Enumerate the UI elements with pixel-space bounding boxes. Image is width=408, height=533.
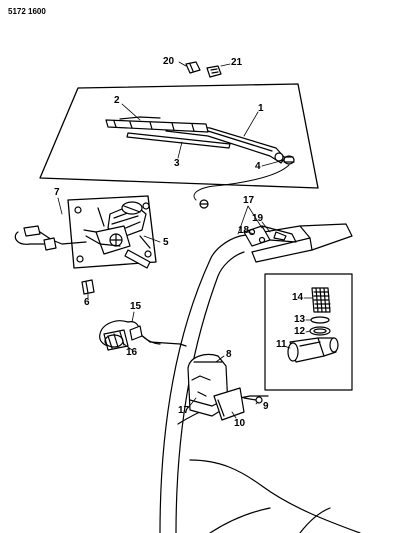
wiper-blade <box>105 116 209 133</box>
reservoir-bracket <box>213 387 245 421</box>
callout-3: 3 <box>174 158 180 169</box>
detail-inset-box <box>264 273 353 391</box>
callout-10: 10 <box>234 418 246 429</box>
rear-window-glass <box>39 83 319 189</box>
callout-18: 18 <box>238 225 250 236</box>
callout-8: 8 <box>226 349 232 360</box>
mounting-bolt <box>199 199 209 209</box>
reservoir-screw <box>243 396 263 404</box>
callout-9: 9 <box>263 401 269 412</box>
grommet <box>81 279 95 295</box>
reference-code: 5172 1600 <box>8 7 46 16</box>
callout-1: 1 <box>258 103 264 114</box>
callout-17-lower: 17 <box>178 405 190 416</box>
clip-20 <box>185 61 201 74</box>
callout-17-upper: 17 <box>243 195 255 206</box>
callout-4: 4 <box>255 161 261 172</box>
washer-hose-upper <box>193 164 290 201</box>
callout-2: 2 <box>114 95 120 106</box>
wiper-refill <box>126 132 231 149</box>
callout-14: 14 <box>292 292 304 303</box>
callout-5: 5 <box>163 237 169 248</box>
callout-21: 21 <box>231 57 243 68</box>
callout-20: 20 <box>163 56 175 67</box>
callout-11: 11 <box>276 339 287 350</box>
inset-pump-detail <box>287 287 339 363</box>
nut-21 <box>206 65 222 78</box>
callout-6: 6 <box>84 297 90 308</box>
callout-13: 13 <box>294 314 306 325</box>
wiper-motor-assembly <box>67 195 157 269</box>
callout-12: 12 <box>294 326 306 337</box>
washer-pump-motor <box>103 329 129 351</box>
callout-15: 15 <box>130 301 142 312</box>
callout-7: 7 <box>54 187 60 198</box>
callout-16: 16 <box>126 347 138 358</box>
pivot-nut <box>283 155 295 165</box>
callout-19: 19 <box>252 213 264 224</box>
motor-connector <box>14 225 87 251</box>
